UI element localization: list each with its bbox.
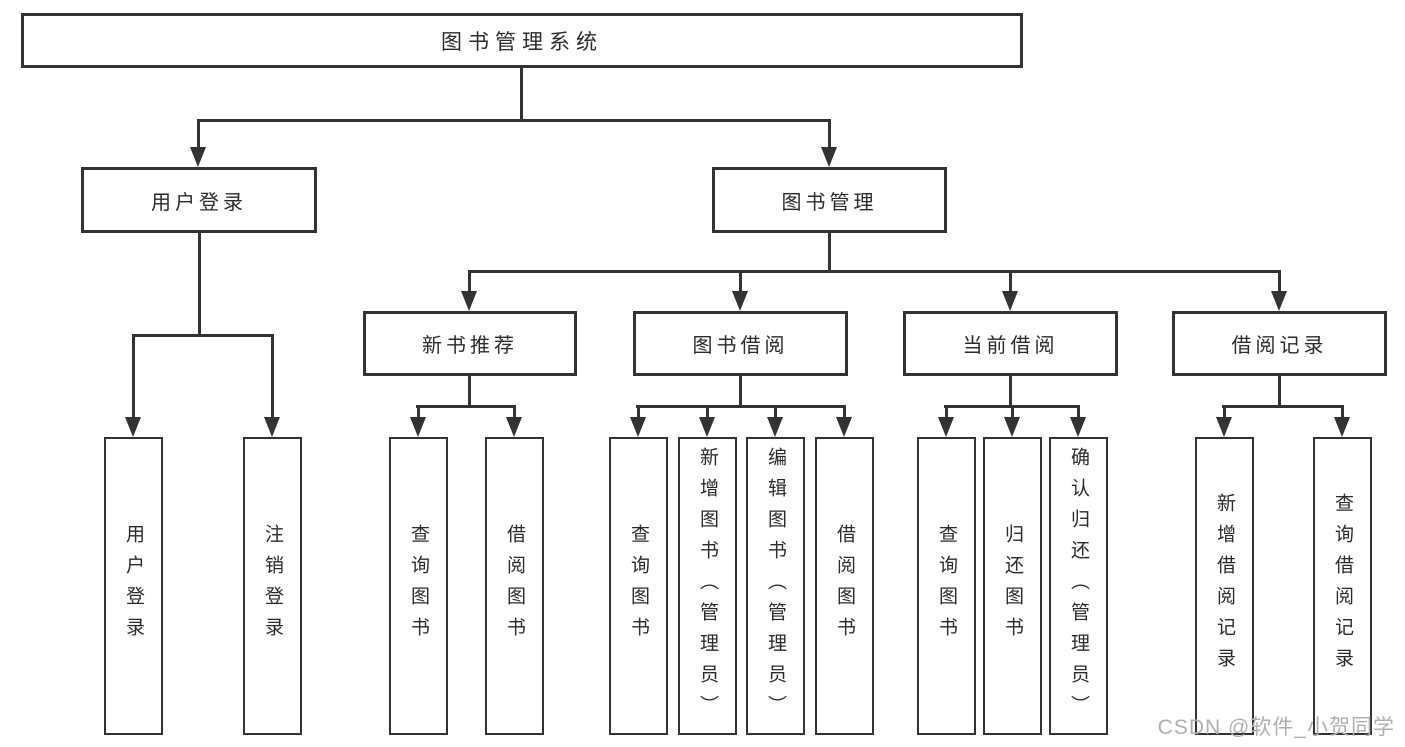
arrowhead-icon	[699, 417, 715, 437]
connector-line	[468, 374, 471, 408]
arrowhead-icon	[938, 417, 954, 437]
node-borrow-books-recommend: 借阅图书	[485, 437, 544, 735]
connector-line	[1278, 270, 1281, 296]
node-user-login-leaf: 用户登录	[104, 437, 163, 735]
connector-line	[945, 405, 948, 421]
node-label: 新增借阅记录	[1214, 493, 1235, 679]
node-edit-book-admin: 编辑图书（管理员）	[746, 437, 805, 735]
arrowhead-icon	[461, 291, 477, 311]
node-label: 查询图书	[408, 524, 429, 648]
node-label: 查询借阅记录	[1332, 493, 1353, 679]
node-label: 新增图书（管理员）	[697, 446, 718, 726]
connector-line	[198, 231, 201, 337]
connector-line	[520, 66, 523, 122]
connector-line	[468, 270, 471, 296]
node-label: 确认归还（管理员）	[1068, 446, 1089, 726]
arrowhead-icon	[125, 417, 141, 437]
arrowhead-icon	[410, 417, 426, 437]
connector-line	[416, 405, 516, 408]
node-return-book: 归还图书	[983, 437, 1042, 735]
arrowhead-icon	[190, 147, 206, 167]
node-book-borrowing: 图书借阅	[633, 311, 848, 376]
node-current-borrowing: 当前借阅	[903, 311, 1118, 376]
arrowhead-icon	[1004, 417, 1020, 437]
node-user-login: 用户登录	[81, 167, 317, 233]
arrowhead-icon	[1070, 417, 1086, 437]
connector-line	[132, 334, 274, 337]
connector-line	[417, 405, 420, 421]
node-query-books-current: 查询图书	[917, 437, 976, 735]
node-library-management-system: 图书管理系统	[21, 13, 1023, 68]
node-query-borrow-record: 查询借阅记录	[1313, 437, 1372, 735]
connector-line	[1222, 405, 1344, 408]
connector-line	[828, 119, 831, 149]
connector-line	[1341, 405, 1344, 421]
connector-line	[828, 231, 831, 273]
connector-line	[1009, 270, 1012, 296]
connector-line	[706, 405, 709, 421]
connector-line	[739, 374, 742, 408]
arrowhead-icon	[630, 417, 646, 437]
arrowhead-icon	[506, 417, 522, 437]
node-label: 编辑图书（管理员）	[765, 446, 786, 726]
watermark: CSDN @软件_小贺同学	[1157, 716, 1395, 739]
connector-line	[1223, 405, 1226, 421]
connector-line	[197, 119, 831, 122]
connector-line	[1278, 374, 1281, 408]
node-query-books-recommend: 查询图书	[389, 437, 448, 735]
node-label: 借阅图书	[504, 524, 525, 648]
node-book-management: 图书管理	[712, 167, 947, 233]
arrowhead-icon	[732, 291, 748, 311]
node-confirm-return-admin: 确认归还（管理员）	[1049, 437, 1108, 735]
arrowhead-icon	[1271, 291, 1287, 311]
node-add-book-admin: 新增图书（管理员）	[678, 437, 737, 735]
connector-line	[739, 270, 742, 296]
node-new-book-recommendation: 新书推荐	[363, 311, 577, 376]
connector-line	[1011, 405, 1014, 421]
node-label: 借阅图书	[834, 524, 855, 648]
node-add-borrow-record: 新增借阅记录	[1195, 437, 1254, 735]
connector-line	[1077, 405, 1080, 421]
node-query-books-borrow: 查询图书	[609, 437, 668, 735]
connector-line	[469, 270, 1281, 273]
arrowhead-icon	[821, 147, 837, 167]
connector-line	[513, 405, 516, 421]
connector-line	[636, 405, 846, 408]
connector-line	[774, 405, 777, 421]
node-label: 查询图书	[936, 524, 957, 648]
node-label: 用户登录	[123, 524, 144, 648]
connector-line	[637, 405, 640, 421]
connector-line	[1009, 374, 1012, 408]
arrowhead-icon	[1002, 291, 1018, 311]
node-logout: 注销登录	[243, 437, 302, 735]
arrowhead-icon	[767, 417, 783, 437]
node-borrow-books-borrow: 借阅图书	[815, 437, 874, 735]
node-label: 查询图书	[628, 524, 649, 648]
node-borrowing-records: 借阅记录	[1172, 311, 1387, 376]
arrowhead-icon	[836, 417, 852, 437]
connector-line	[197, 119, 200, 149]
arrowhead-icon	[264, 417, 280, 437]
node-label: 注销登录	[262, 524, 283, 648]
connector-line	[843, 405, 846, 421]
arrowhead-icon	[1334, 417, 1350, 437]
connector-line	[132, 334, 135, 419]
connector-line	[271, 334, 274, 419]
node-label: 归还图书	[1002, 524, 1023, 648]
arrowhead-icon	[1216, 417, 1232, 437]
